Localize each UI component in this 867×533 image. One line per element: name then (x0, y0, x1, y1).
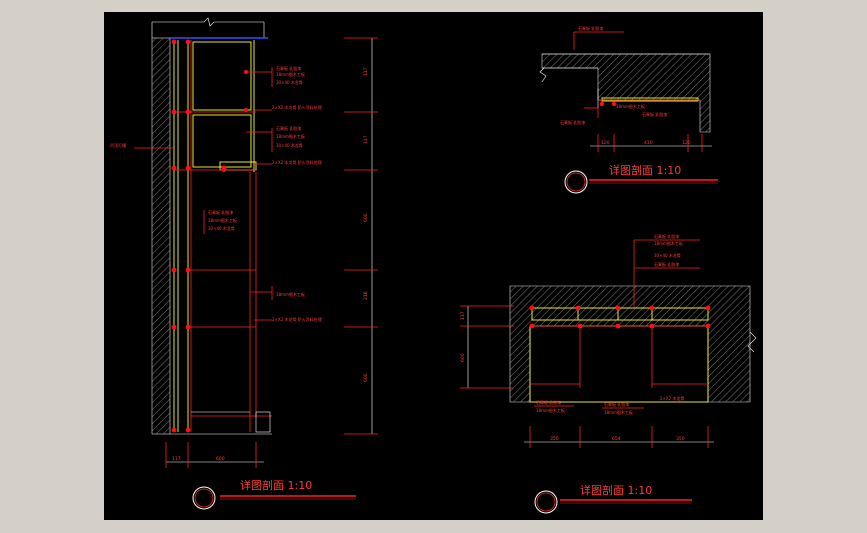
left-wall-hatch (151, 37, 171, 435)
bottom-right-dim-1: 350 (550, 436, 559, 442)
left-note-6: 18mm细木工板 (276, 133, 305, 139)
left-note-2: 18mm细木工板 (276, 71, 305, 77)
top-right-title-block: 详图剖面 1:10 (564, 163, 718, 194)
cad-drawing: 石膏板 乳胶漆 18mm细木工板 30×40 木龙骨 2×X2 木龙骨 防火涂料… (110, 17, 757, 514)
left-dim-2: 117 (363, 135, 369, 144)
top-right-dim-3: 120 (682, 140, 691, 146)
left-note-3: 30×40 木龙骨 (276, 79, 303, 85)
top-right-note-1: 石膏板 乳胶漆 (578, 25, 603, 31)
left-dim-1: 117 (363, 67, 369, 76)
break-line (152, 17, 264, 27)
left-view-title: 详图剖面 1:10 (240, 478, 312, 492)
left-note-7: 30×40 木龙骨 (276, 142, 303, 148)
left-dim-4: 216 (363, 291, 369, 300)
drawing-sheet: 石膏板 乳胶漆 18mm细木工板 30×40 木龙骨 2×X2 木龙骨 防火涂料… (104, 12, 763, 520)
left-joint-dots (171, 39, 248, 433)
left-bottom-dim-1: 117 (172, 456, 181, 462)
bottom-right-note-1: 石膏板 乳胶漆 (654, 233, 679, 239)
bottom-right-title: 详图剖面 1:10 (580, 483, 652, 497)
bottom-right-left-dim-1: 117 (460, 311, 466, 320)
left-side-label: 吊顶灯槽 (110, 142, 126, 148)
bottom-right-note-4: 石膏板 乳胶漆 (654, 261, 679, 267)
left-note-10: 18mm细木工板 (208, 217, 237, 223)
bottom-right-title-block: 详图剖面 1:10 (534, 483, 692, 514)
left-leaders (134, 67, 273, 321)
bottom-right-note-9: 2×X2 木龙骨 (660, 395, 684, 401)
left-bottom-dimensions: 117 600 (165, 442, 264, 468)
top-right-section-view: 石膏板 乳胶漆 18mm细木工板 石膏板 乳胶漆 石膏板 乳胶漆 120 410… (539, 25, 718, 194)
bottom-right-note-7: 石膏板 乳胶漆 (604, 401, 629, 407)
bottom-right-note-2: 18mm细木工板 (654, 240, 683, 246)
top-right-dim-2: 410 (644, 140, 653, 146)
left-note-1: 石膏板 乳胶漆 (276, 65, 301, 71)
left-note-13: 2×X2 木龙骨 防火涂料处理 (272, 316, 322, 322)
left-bottom-dim-2: 600 (216, 456, 225, 462)
bottom-right-hatch (509, 285, 751, 403)
bottom-right-left-dim-2: 600 (460, 353, 466, 362)
top-right-note-3: 石膏板 乳胶漆 (642, 111, 667, 117)
bottom-right-note-6: 18mm细木工板 (536, 407, 565, 413)
left-view-title-block: 详图剖面 1:10 (192, 478, 356, 510)
left-section-view: 石膏板 乳胶漆 18mm细木工板 30×40 木龙骨 2×X2 木龙骨 防火涂料… (110, 17, 378, 510)
left-note-11: 30×40 木龙骨 (208, 225, 235, 231)
bottom-right-dim-3: 350 (676, 436, 685, 442)
left-vertical-dimensions: 117 117 600 216 600 (344, 37, 378, 435)
left-note-8: 2×X2 木龙骨 防火涂料处理 (272, 159, 322, 165)
bottom-right-note-5: 石膏板 乳胶漆 (536, 399, 561, 405)
top-right-note-4: 石膏板 乳胶漆 (560, 119, 585, 125)
left-note-5: 石膏板 乳胶漆 (276, 125, 301, 131)
left-note-4: 2×X2 木龙骨 防火涂料处理 (272, 104, 322, 110)
left-dim-5: 600 (363, 373, 369, 382)
bottom-right-note-8: 18mm细木工板 (604, 409, 633, 415)
bottom-right-dim-2: 654 (612, 436, 621, 442)
left-note-9: 石膏板 乳胶漆 (208, 209, 233, 215)
top-right-dim-1: 120 (601, 140, 610, 146)
top-right-note-2: 18mm细木工板 (616, 103, 645, 109)
bottom-right-section-view: 石膏板 乳胶漆 18mm细木工板 30×40 木龙骨 石膏板 乳胶漆 石膏板 乳… (460, 233, 757, 514)
bottom-right-joint-dots (529, 305, 711, 329)
left-note-12: 18mm细木工板 (276, 291, 305, 297)
left-dim-3: 600 (363, 213, 369, 222)
bottom-right-note-3: 30×40 木龙骨 (654, 252, 681, 258)
top-right-title: 详图剖面 1:10 (609, 163, 681, 177)
